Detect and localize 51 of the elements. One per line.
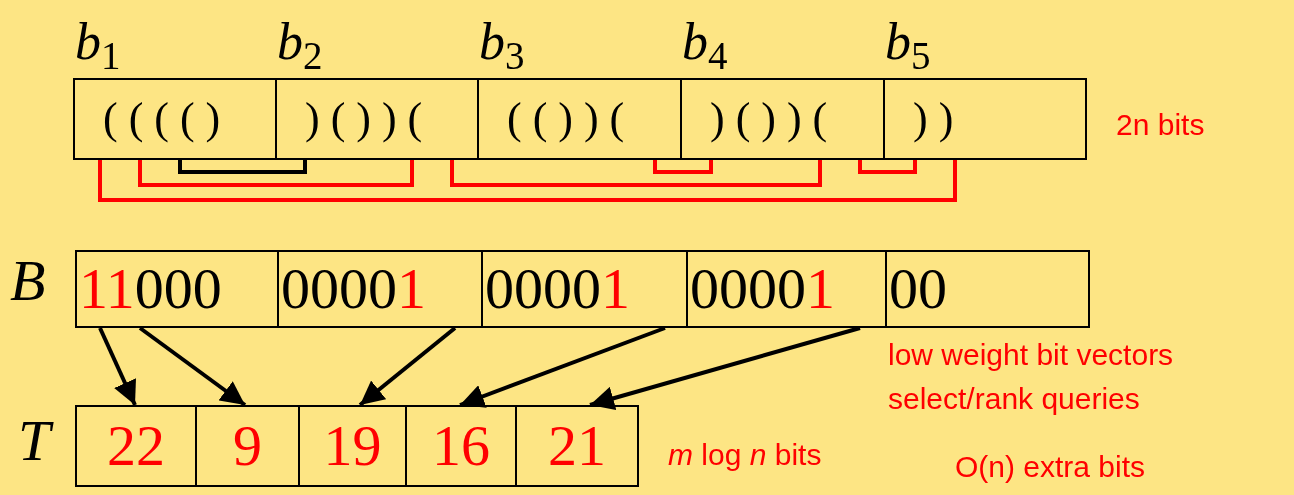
number-value: 16 — [432, 417, 490, 475]
bit-digits: 00 — [889, 260, 947, 318]
matching-bracket — [858, 160, 917, 174]
matching-bracket — [450, 160, 822, 187]
number-value: 21 — [548, 417, 606, 475]
bit-cell — [686, 250, 887, 328]
parentheses-text: ) ( ) ) ( — [305, 93, 423, 145]
bit-digits: 000 — [134, 260, 222, 318]
block-label: b$_{1}$ — [75, 16, 121, 68]
matching-bracket — [178, 160, 307, 174]
number-value: 19 — [323, 417, 382, 475]
parentheses-text: ( ( ( ( ) — [103, 93, 221, 145]
annotation-text: O(n) extra bits — [955, 452, 1146, 482]
parentheses-text: ) ) — [913, 93, 954, 145]
bit-digits: 0000 — [281, 260, 397, 318]
bit-cell — [885, 250, 1090, 328]
tree-cell — [298, 405, 407, 487]
arrow — [138, 326, 247, 407]
annotation-text: 2n bits — [1116, 110, 1205, 140]
bit-digits: 1 — [397, 260, 426, 318]
parentheses-text: ) ( ) ) ( — [710, 93, 828, 145]
bit-digits: 1 — [806, 260, 835, 318]
arrow — [589, 326, 861, 410]
block-label: b$_{5}$ — [885, 16, 931, 68]
tree-cell — [405, 405, 517, 487]
annotation-text: m log n bits — [668, 440, 822, 470]
tree-cell — [75, 405, 197, 487]
bit-cell — [277, 250, 483, 328]
matching-bracket — [653, 160, 713, 174]
bit-digits: 0000 — [690, 260, 806, 318]
arrow — [459, 326, 666, 408]
arrow — [358, 326, 457, 407]
block-label: b$_{3}$ — [479, 16, 525, 68]
block-label: b$_{4}$ — [682, 16, 728, 68]
row-label: B — [10, 252, 46, 310]
tree-cell — [515, 405, 639, 487]
bit-cell — [481, 250, 688, 328]
arrow — [98, 327, 137, 406]
block-label: b$_{2}$ — [277, 16, 323, 68]
number-value: 22 — [107, 417, 165, 475]
annotation-text: low weight bit vectors — [888, 340, 1174, 370]
parentheses-text: ( ( ) ) ( — [507, 93, 625, 145]
matching-bracket — [98, 160, 957, 202]
bit-digits: 11 — [79, 260, 135, 318]
bit-cell — [75, 250, 279, 328]
bit-digits: 1 — [601, 260, 630, 318]
number-value: 9 — [233, 417, 262, 475]
annotation-text: select/rank queries — [888, 384, 1140, 414]
tree-cell — [195, 405, 300, 487]
bit-digits: 0000 — [485, 260, 601, 318]
matching-bracket — [138, 160, 414, 187]
